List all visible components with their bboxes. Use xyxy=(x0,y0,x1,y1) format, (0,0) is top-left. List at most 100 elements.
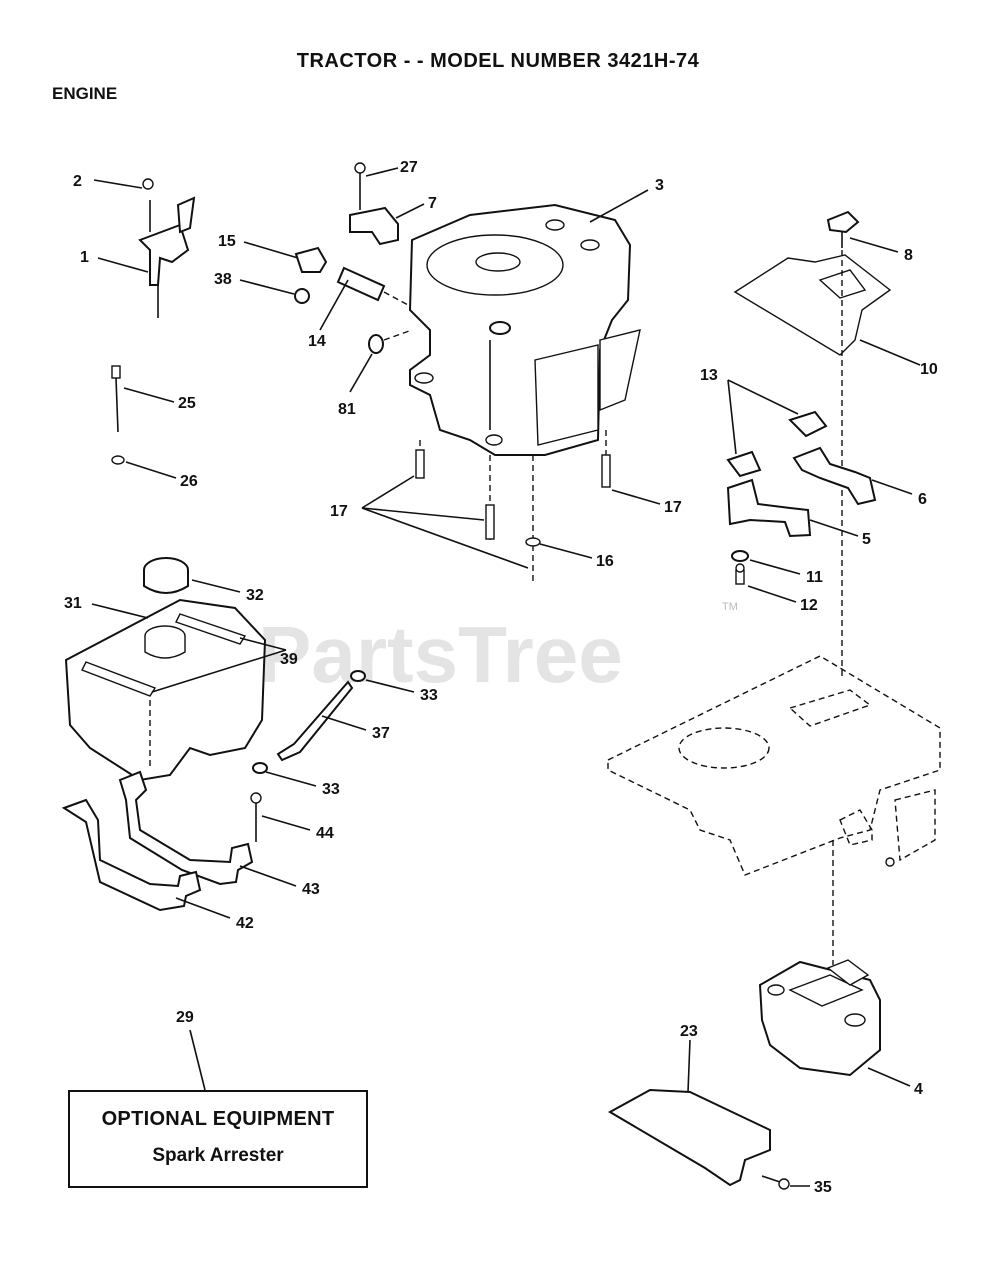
callout-44: 44 xyxy=(316,825,334,842)
part-elbow-15 xyxy=(294,246,328,273)
leader-26 xyxy=(125,461,177,479)
part-81 xyxy=(368,334,384,354)
leader-31 xyxy=(91,603,149,619)
leader-23 xyxy=(687,1039,691,1093)
page-title: TRACTOR - - MODEL NUMBER 3421H-74 xyxy=(296,50,700,72)
part-gaskets-13 xyxy=(726,410,828,478)
optional-equipment-item: Spark Arrester xyxy=(152,1145,284,1166)
callout-23: 23 xyxy=(680,1023,698,1040)
leader-27 xyxy=(365,167,399,177)
part-throttle-bracket xyxy=(138,178,196,318)
leader-16 xyxy=(539,543,593,559)
part-clamp-33a xyxy=(350,670,366,682)
callout-43: 43 xyxy=(302,881,320,898)
leader-33b xyxy=(265,771,317,787)
leader-17c xyxy=(361,507,529,569)
leader-29 xyxy=(189,1029,206,1091)
part-muffler xyxy=(758,959,881,1077)
part-pipe-5 xyxy=(726,478,812,538)
part-tube-14 xyxy=(336,266,386,302)
callout-2: 2 xyxy=(73,173,82,190)
section-label: ENGINE xyxy=(52,84,118,103)
leader-17d xyxy=(611,489,661,505)
leader-2 xyxy=(93,179,143,189)
part-bolts-17 xyxy=(415,430,611,585)
leader-17b xyxy=(361,507,485,521)
dash-14 xyxy=(383,291,411,307)
callout-13: 13 xyxy=(700,367,718,384)
callout-15: 15 xyxy=(218,233,236,250)
callout-4: 4 xyxy=(914,1081,923,1098)
leader-10 xyxy=(859,339,921,366)
leader-17a xyxy=(361,475,415,509)
leader-3 xyxy=(589,189,649,223)
callout-38: 38 xyxy=(214,271,232,288)
part-cap-32 xyxy=(143,557,189,594)
optional-equipment-box: OPTIONAL EQUIPMENT Spark Arrester xyxy=(68,1090,368,1188)
callout-11: 11 xyxy=(806,569,823,586)
leader-15 xyxy=(243,241,299,259)
leader-42 xyxy=(175,897,231,919)
leader-8 xyxy=(849,237,899,253)
leader-14 xyxy=(319,279,349,331)
leader-37 xyxy=(321,715,367,731)
part-nut-38 xyxy=(294,288,310,304)
leader-11 xyxy=(749,559,801,575)
callout-29: 29 xyxy=(176,1009,194,1026)
leader-43 xyxy=(239,865,297,887)
leader-33a xyxy=(365,679,415,693)
leader-13b xyxy=(727,379,737,455)
callout-1: 1 xyxy=(80,249,89,266)
leader-44 xyxy=(261,815,311,831)
callout-33b: 33 xyxy=(322,781,340,798)
part-heat-shield-23 xyxy=(607,1088,771,1187)
leader-39a xyxy=(239,637,287,651)
part-26 xyxy=(111,455,125,465)
callout-32: 32 xyxy=(246,587,264,604)
part-cover-10 xyxy=(733,254,892,356)
leader-7 xyxy=(395,203,425,219)
part-bracket-43 xyxy=(118,770,254,886)
dash-81 xyxy=(383,329,413,341)
callout-39: 39 xyxy=(280,651,298,668)
optional-equipment-title: OPTIONAL EQUIPMENT xyxy=(101,1108,335,1130)
part-clamp-33b xyxy=(252,762,268,774)
part-washer-11 xyxy=(731,550,749,562)
callout-6: 6 xyxy=(918,491,927,508)
leader-81 xyxy=(349,353,373,393)
leader-5 xyxy=(809,519,859,537)
leader-1 xyxy=(97,257,149,273)
leader-39b xyxy=(151,649,287,693)
callout-42: 42 xyxy=(236,915,254,932)
callout-33a: 33 xyxy=(420,687,438,704)
part-fuel-tank xyxy=(64,598,267,782)
part-screw-35 xyxy=(761,1175,790,1190)
part-rod-25 xyxy=(111,365,121,433)
leader-13a xyxy=(727,379,799,415)
part-bolt-12 xyxy=(735,563,745,585)
leader-25 xyxy=(123,387,175,403)
part-clamp-7 xyxy=(349,162,399,246)
callout-7: 7 xyxy=(428,195,437,212)
callout-25: 25 xyxy=(178,395,196,412)
callout-17a: 17 xyxy=(330,503,348,520)
watermark-text: PartsTree xyxy=(258,610,623,699)
part-frame-plate xyxy=(607,655,941,876)
leader-38 xyxy=(239,279,295,295)
leader-32 xyxy=(191,579,241,593)
callout-12: 12 xyxy=(800,597,818,614)
callout-16: 16 xyxy=(596,553,614,570)
callout-35: 35 xyxy=(814,1179,832,1196)
callout-27: 27 xyxy=(400,159,418,176)
callout-8: 8 xyxy=(904,247,913,264)
part-knob-8 xyxy=(826,210,860,248)
callout-3: 3 xyxy=(655,177,664,194)
watermark-tm: TM xyxy=(722,601,738,613)
part-pipe-6 xyxy=(792,446,877,506)
callout-31: 31 xyxy=(64,595,82,612)
part-bracket-42 xyxy=(61,798,202,912)
part-bolt-44 xyxy=(250,792,262,842)
leader-12 xyxy=(747,585,797,603)
callout-26: 26 xyxy=(180,473,198,490)
